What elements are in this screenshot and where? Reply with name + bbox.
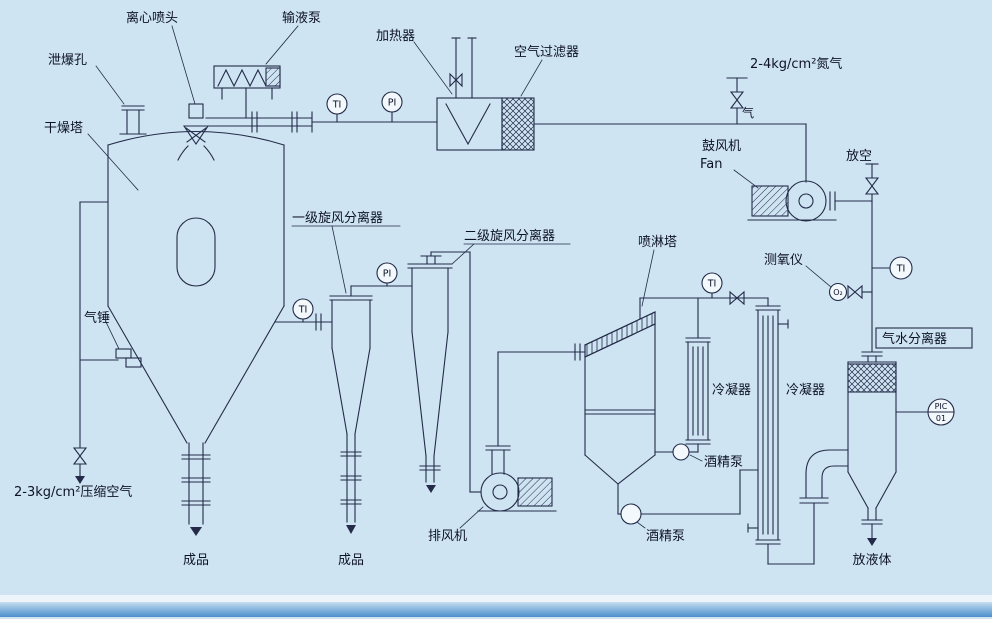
air-filter-unit <box>501 97 535 151</box>
feed-pump-device <box>213 65 281 119</box>
ti-label: TI <box>332 100 342 111</box>
label-gas: 气 <box>742 105 754 120</box>
label-condenser-small: 冷凝器 <box>712 382 751 398</box>
pic-label-top: PIC <box>935 402 948 411</box>
label-cyclone-stage2: 二级旋风分离器 <box>464 228 555 244</box>
atomizer-motor <box>188 103 204 119</box>
drying-tower <box>107 130 285 536</box>
product-outlet-arrow <box>190 527 202 536</box>
compressed-air-valve-icon <box>72 447 88 457</box>
label-feed-pump: 输液泵 <box>282 10 321 26</box>
ti-label: TI <box>298 305 308 316</box>
label-exhaust-fan: 排风机 <box>428 529 467 544</box>
separator-packing <box>847 363 897 393</box>
oxygen-symbol: O₂ <box>833 288 843 297</box>
nitrogen-inlet-line <box>726 77 748 125</box>
spray-tower-vessel <box>574 311 656 507</box>
explosion-vent-nozzle <box>119 105 147 135</box>
cyclone-stage1-vessel <box>274 285 413 534</box>
cyclone-stage2-vessel <box>407 251 471 493</box>
pi-indicator-cyclone: PI <box>376 262 398 287</box>
pic-label-bottom: 01 <box>936 414 946 423</box>
alcohol-pump-lower-device <box>617 469 759 525</box>
feed-pump-motor <box>265 67 281 87</box>
hot-air-duct <box>311 121 807 125</box>
condenser-large-vessel <box>747 297 789 545</box>
label-drying-tower: 干燥塔 <box>44 121 83 136</box>
air-hammer-device <box>115 348 132 359</box>
label-spray-head: 离心喷头 <box>126 10 178 26</box>
oxygen-bubble <box>828 282 848 302</box>
footer-bar-gradient <box>0 602 992 617</box>
overhead-gas-line <box>639 290 769 320</box>
oxygen-valve-icon <box>854 284 863 300</box>
gas-water-separator-vessel <box>847 327 973 546</box>
nitrogen-valve-icon <box>729 91 745 101</box>
label-blower-cn: 鼓风机 <box>702 139 741 154</box>
condenser-small-vessel <box>685 297 711 453</box>
leader-lines <box>87 25 832 529</box>
cyclone2-outlet-arrow <box>426 485 436 493</box>
label-heater: 加热器 <box>376 29 415 44</box>
compressed-air-line <box>72 201 142 484</box>
pi-label: PI <box>388 98 397 109</box>
vent-valve-icon <box>864 185 880 195</box>
blower-motor <box>751 185 789 217</box>
spray-tower-demister <box>584 311 656 358</box>
label-cyclone-stage1: 一级旋风分离器 <box>292 210 383 226</box>
gas-line-valve-icon <box>729 290 738 306</box>
atomizer-disc <box>182 125 210 145</box>
label-product-cyclone: 成品 <box>338 553 364 568</box>
label-oxygen-analyzer: 测氧仪 <box>764 253 803 268</box>
drain-arrow <box>867 538 877 546</box>
label-compressed-air: 2-3kg/cm²压缩空气 <box>14 484 132 500</box>
label-nitrogen-supply: 2-4kg/cm²氮气 <box>750 56 842 72</box>
pi-label: PI <box>383 269 392 280</box>
blower-unit <box>747 123 873 222</box>
ti-indicator-heater: TI <box>326 93 348 123</box>
label-drain-liquid: 放液体 <box>852 553 891 568</box>
label-vent: 放空 <box>846 149 872 164</box>
label-air-filter: 空气过滤器 <box>514 44 579 60</box>
oxygen-analyzer-assembly: O₂ <box>828 282 873 302</box>
label-alcohol-pump-lower: 酒精泵 <box>646 529 685 544</box>
ti-label: TI <box>707 279 717 290</box>
heater-unit <box>436 37 503 151</box>
ti-indicator-spraytower: TI <box>701 272 723 299</box>
cyclone1-product-arrow <box>346 525 356 534</box>
label-alcohol-pump-upper: 酒精泵 <box>704 455 743 470</box>
label-blower-en: Fan <box>700 157 723 172</box>
footer-bar-light <box>0 595 992 602</box>
ti-indicator-recycle: TI <box>871 256 913 280</box>
label-spray-tower: 喷淋塔 <box>638 235 677 250</box>
separator-label-box <box>875 327 973 349</box>
label-gas-water-separator: 气水分离器 <box>882 331 947 347</box>
pi-indicator-heater: PI <box>381 91 403 123</box>
exhaust-fan-motor <box>517 477 553 507</box>
ti-indicator-cyclone1: TI <box>292 298 314 323</box>
label-air-hammer: 气锤 <box>84 310 110 326</box>
ti-label: TI <box>896 264 906 275</box>
elbow-pipe <box>767 449 849 565</box>
exhaust-fan-unit <box>469 251 586 512</box>
heater-valve-icon <box>449 72 457 88</box>
alcohol-pump-upper-device <box>654 443 690 461</box>
label-product-tower: 成品 <box>183 553 209 568</box>
tower-manhole <box>176 217 216 287</box>
label-condenser-large: 冷凝器 <box>786 382 825 398</box>
vent-line <box>864 163 880 202</box>
pic-controller: PIC 01 <box>895 398 955 426</box>
label-explosion-vent: 泄爆孔 <box>48 53 87 68</box>
